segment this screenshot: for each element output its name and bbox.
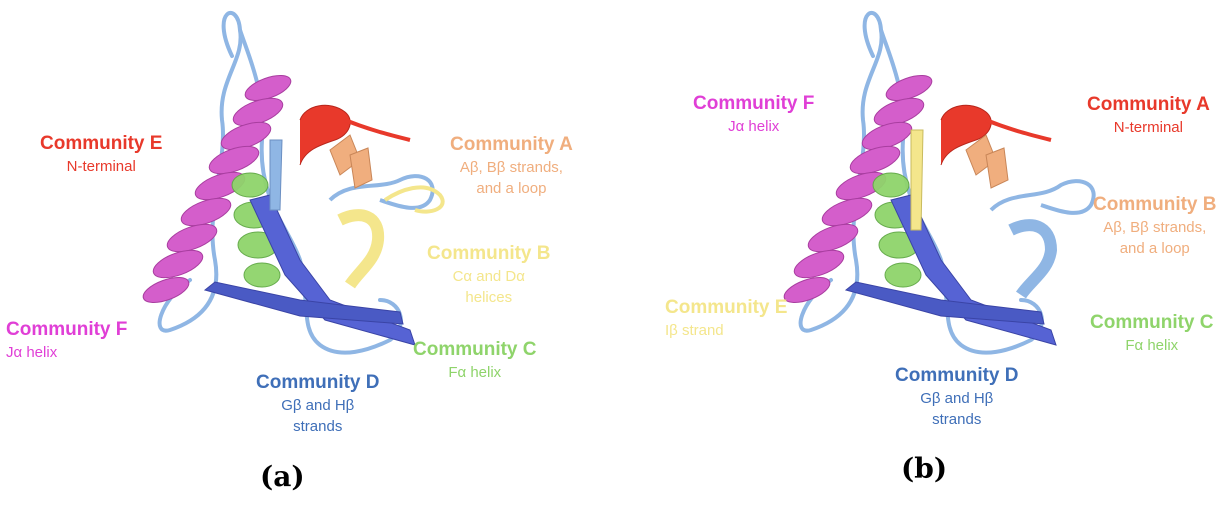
- panel-a: Community E N-terminal Community A Aβ, B…: [6, 10, 573, 493]
- n-terminal-tail: [985, 118, 1052, 142]
- label-community-a: Community A N-terminal: [1087, 94, 1210, 136]
- label-community-f: Community F Jα helix: [6, 319, 128, 361]
- label-community-d: Community D Gβ and Hβ strands: [895, 365, 1019, 428]
- label-community-a: Community A Aβ, Bβ strands, and a loop: [450, 134, 573, 197]
- caption-a: (a): [260, 460, 305, 493]
- protein-ribbon-a: [142, 10, 445, 355]
- label-community-d: Community D Gβ and Hβ strands: [256, 372, 380, 435]
- loop-backbone: [328, 174, 435, 210]
- label-community-c: Community C Fα helix: [1090, 312, 1214, 354]
- caption-b: (b): [901, 452, 948, 485]
- h-beta-strand: [203, 281, 404, 325]
- label-community-e: Community E Iβ strand: [665, 297, 788, 339]
- n-terminal-tail: [344, 118, 411, 142]
- b-beta-strand: [985, 147, 1009, 189]
- h-beta-strand: [844, 281, 1045, 325]
- label-community-f: Community F Jα helix: [693, 93, 815, 135]
- b-beta-strand: [349, 147, 373, 189]
- i-beta-strand: [910, 129, 924, 231]
- j-alpha-helix: [142, 75, 292, 303]
- n-terminal-segment: [940, 104, 992, 166]
- label-community-b: Community B Cα and Dα helices: [427, 243, 551, 306]
- panel-b: Community F Jα helix Community A N-termi…: [611, 0, 1223, 511]
- j-alpha-helix: [783, 75, 933, 303]
- loop-backbone: [989, 179, 1096, 215]
- c-d-helix-segment: [337, 209, 385, 289]
- light-blue-helix: [1008, 219, 1058, 299]
- yellow-loop: [383, 185, 445, 214]
- label-community-e: Community E N-terminal: [40, 133, 163, 175]
- light-blue-strand: [269, 139, 283, 211]
- label-community-b: Community B Aβ, Bβ strands, and a loop: [1093, 194, 1217, 257]
- n-terminal-segment: [299, 104, 351, 166]
- protein-ribbon-b: [783, 10, 1096, 355]
- label-community-c: Community C Fα helix: [413, 339, 537, 381]
